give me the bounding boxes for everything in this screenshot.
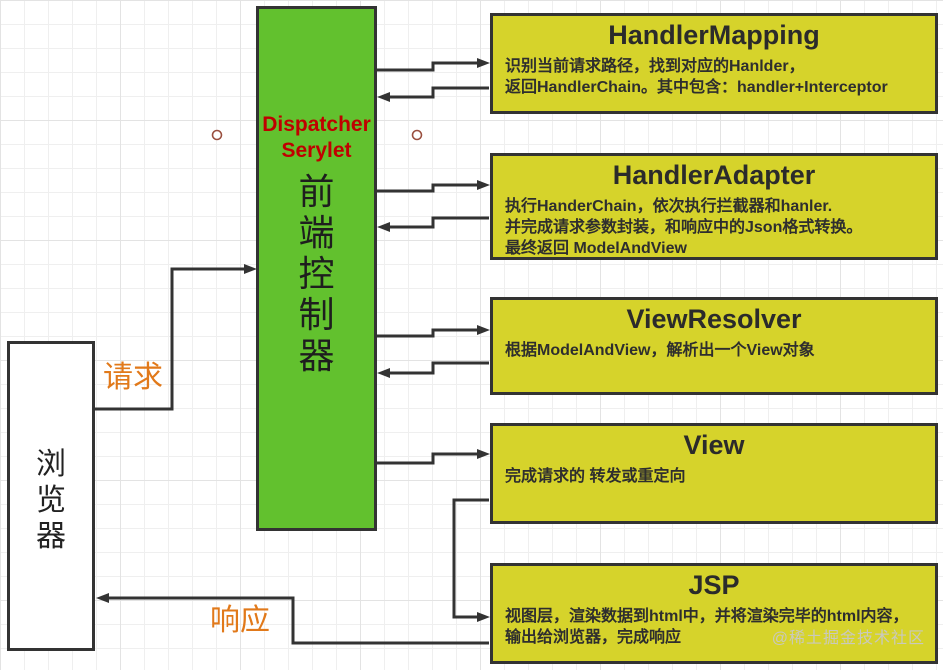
component-description: 识别当前请求路径，找到对应的Hanlder， 返回HandlerChain。其中…: [493, 51, 935, 98]
component-box-handleradapter: HandlerAdapter 执行HanderChain，依次执行拦截器和han…: [490, 153, 938, 260]
component-description: 视图层，渲染数据到html中，并将渲染完毕的html内容， 输出给浏览器，完成响…: [493, 601, 935, 648]
browser-box: 浏览器: [7, 341, 95, 651]
component-title: ViewResolver: [626, 304, 802, 334]
front-controller-label: 前端控制器: [298, 171, 335, 376]
description-line: 最终返回 ModelAndView: [505, 240, 687, 257]
component-description: 根据ModelAndView，解析出一个View对象: [493, 335, 935, 361]
description-line: 完成请求的 转发或重定向: [505, 468, 686, 485]
component-box-handlermapping: HandlerMapping 识别当前请求路径，找到对应的Hanlder， 返回…: [490, 13, 938, 114]
component-title: JSP: [688, 570, 740, 600]
request-arrow: [95, 264, 257, 411]
arrow-from-handleradapter: [377, 216, 489, 232]
dispatcher-servlet-box: Dispatcher Serylet 前端控制器: [256, 6, 377, 531]
description-line: 执行HanderChain，依次执行拦截器和hanler.: [505, 198, 833, 215]
component-box-viewresolver: ViewResolver 根据ModelAndView，解析出一个View对象: [490, 297, 938, 395]
browser-label: 浏览器: [36, 448, 66, 553]
component-title: View: [683, 430, 745, 460]
response-arrow: [96, 593, 489, 645]
component-description: 完成请求的 转发或重定向: [493, 461, 935, 487]
watermark-label: @稀土掘金技术社区: [771, 630, 925, 647]
component-box-jsp: JSP 视图层，渲染数据到html中，并将渲染完毕的html内容， 输出给浏览器…: [490, 563, 938, 664]
component-box-view: View 完成请求的 转发或重定向: [490, 423, 938, 524]
dispatcher-servlet-label-line2: Serylet: [281, 139, 352, 162]
description-line: 返回HandlerChain。其中包含：handler+Interceptor: [505, 79, 888, 96]
response-label: 响应: [210, 604, 270, 637]
arrow-to-view: [377, 449, 490, 465]
description-line: 根据ModelAndView，解析出一个View对象: [505, 342, 815, 359]
anchor-dot-right: [411, 129, 423, 141]
anchor-dot-left: [211, 129, 223, 141]
component-description: 执行HanderChain，依次执行拦截器和hanler. 并完成请求参数封装，…: [493, 191, 935, 259]
dispatcher-servlet-label-line1: Dispatcher: [262, 113, 371, 136]
description-line: 识别当前请求路径，找到对应的Hanlder，: [505, 58, 805, 75]
component-title: HandlerAdapter: [612, 160, 816, 190]
arrow-to-handleradapter: [377, 180, 490, 193]
description-line: 并完成请求参数封装，和响应中的Json格式转换。: [505, 219, 863, 236]
description-line: 输出给浏览器，完成响应: [505, 629, 682, 646]
request-label: 请求: [103, 361, 163, 394]
arrow-view-to-jsp: [452, 498, 490, 622]
arrow-to-viewresolver: [377, 325, 490, 338]
description-line: 视图层，渲染数据到html中，并将渲染完毕的html内容，: [505, 608, 909, 625]
component-title: HandlerMapping: [608, 20, 820, 50]
arrow-from-viewresolver: [377, 361, 489, 378]
arrow-to-handlermapping: [377, 58, 490, 72]
arrow-from-handlermapping: [377, 86, 489, 102]
dispatcher-servlet-label: Dispatcher Serylet: [259, 112, 374, 164]
